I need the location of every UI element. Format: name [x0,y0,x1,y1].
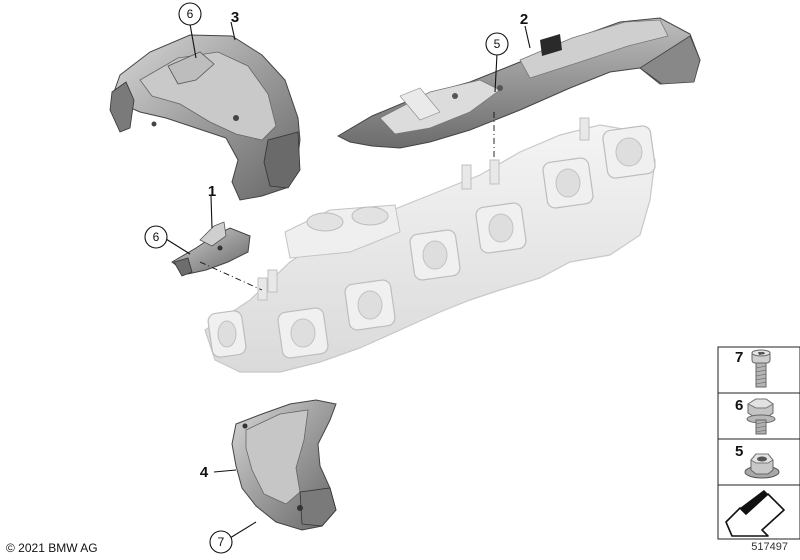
leader-lines [165,21,531,539]
callout-part-2: 2 [520,11,528,28]
circle-callout-5-top: 5 [485,32,509,56]
diagram-id: 517497 [751,541,788,553]
legend-number-5: 5 [735,443,743,460]
heat-shield-part-2 [336,17,701,149]
svg-text:6: 6 [187,7,194,21]
exhaust-manifold [204,117,656,373]
assembly-axis-lines [199,112,495,291]
hex-bolt-icon [746,398,776,435]
flange-nut-icon [744,453,780,479]
bracket-part-1 [171,221,251,277]
callout-part-3: 3 [231,9,239,26]
hex-socket-bolt-icon [751,349,771,388]
svg-text:7: 7 [218,535,225,549]
svg-text:5: 5 [494,37,501,51]
legend-number-7: 7 [735,349,743,366]
heat-shield-part-4 [231,399,337,531]
svg-text:6: 6 [153,230,160,244]
callout-part-4: 4 [200,464,209,481]
heat-shield-part-3 [109,34,301,201]
circle-callout-6-top: 6 [178,2,202,26]
legend-number-6: 6 [735,397,743,414]
copyright-text: © 2021 BMW AG [6,541,98,555]
circle-callout-7-bottom: 7 [209,530,233,554]
callout-part-1: 1 [208,183,216,200]
circle-callout-6-mid: 6 [144,225,168,249]
arrow-symbol-icon [725,490,785,537]
fastener-legend: 7 6 5 [717,346,800,540]
